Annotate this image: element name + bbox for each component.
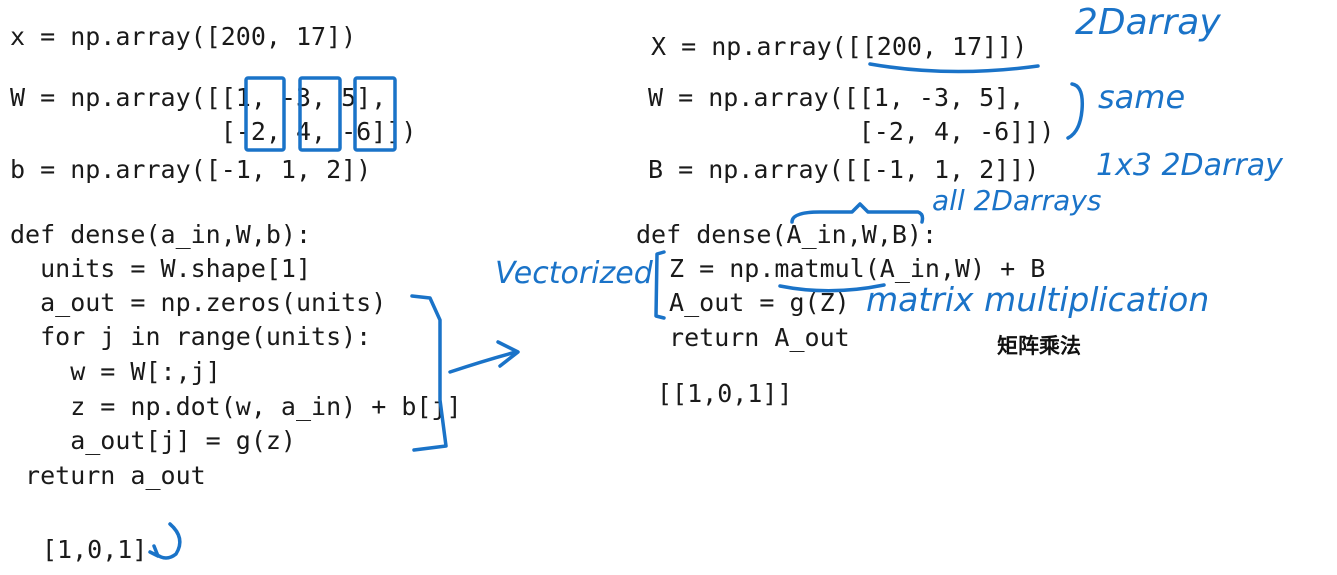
code-g-line: a_out[j] = g(z)	[10, 426, 296, 455]
code-w-line: w = W[:,j]	[10, 357, 221, 386]
column-box-2	[298, 76, 342, 152]
code-Aout-line: A_out = g(Z)	[654, 288, 850, 317]
annotation-cjk-matrix-multiplication: 矩阵乘法	[997, 334, 1081, 358]
annotation-matrix-multiplication: matrix multiplication	[866, 280, 1210, 319]
code-b-line: b = np.array([-1, 1, 2])	[10, 155, 372, 184]
code-W-line2-right: [-2, 4, -6]])	[648, 117, 1055, 146]
column-box-1	[244, 76, 286, 152]
code-return-line: return a_out	[10, 461, 206, 490]
code-return-line-right: return A_out	[654, 323, 850, 352]
code-B-line: B = np.array([[-1, 1, 2]])	[648, 155, 1040, 184]
code-def-line: def dense(a_in,W,b):	[10, 220, 312, 249]
annotation-same: same	[1098, 78, 1186, 116]
same-bracket	[1066, 82, 1085, 140]
code-aout-line: a_out = np.zeros(units)	[10, 288, 387, 317]
vectorize-arrow	[448, 340, 520, 374]
code-x-line: x = np.array([200, 17])	[10, 22, 357, 51]
underline-matmul	[778, 283, 886, 293]
column-box-3	[353, 76, 397, 152]
code-X-line: X = np.array([[200, 17]])	[651, 32, 1028, 61]
vectorized-bracket	[654, 250, 666, 320]
code-units-line: units = W.shape[1]	[10, 254, 312, 283]
annotation-2darray: 2Darray	[1075, 2, 1221, 43]
code-W-line2: [-2, 4, -6]])	[10, 117, 417, 146]
brace-A-in	[790, 202, 925, 224]
annotation-all-2darrays: all 2Darrays	[932, 184, 1102, 217]
code-for-line: for j in range(units):	[10, 322, 372, 351]
code-result-right: [[1,0,1]]	[657, 379, 793, 408]
code-result-left: [1,0,1]	[42, 535, 148, 564]
loop-bracket	[410, 294, 448, 452]
code-Z-line: Z = np.matmul(A_in,W) + B	[654, 254, 1046, 283]
return-arrow	[148, 522, 182, 560]
code-W-line1: W = np.array([[1, -3, 5],	[10, 83, 387, 112]
code-def-line-right: def dense(A_in,W,B):	[636, 220, 938, 249]
code-W-line1-right: W = np.array([[1, -3, 5],	[648, 83, 1025, 112]
code-z-line: z = np.dot(w, a_in) + b[j]	[10, 392, 462, 421]
annotation-vectorized: Vectorized	[495, 256, 653, 291]
underline-X	[868, 62, 1040, 74]
annotation-1x3-2darray: 1x3 2Darray	[1096, 148, 1283, 183]
